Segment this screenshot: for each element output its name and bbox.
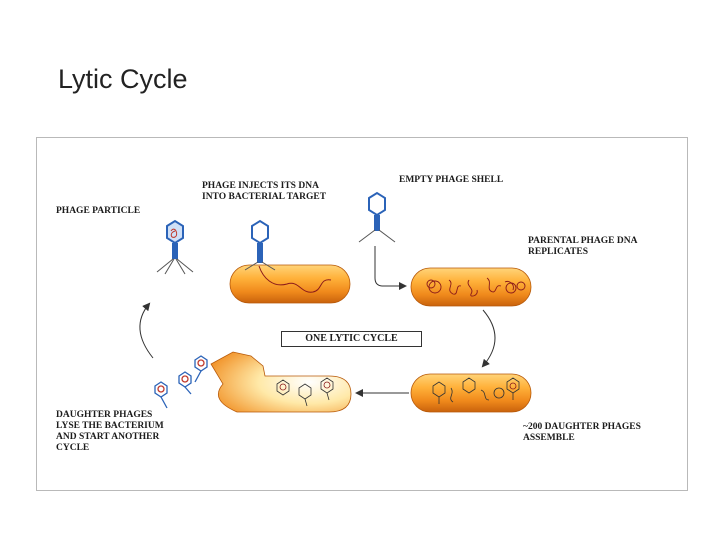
label-phage-particle: PHAGE PARTICLE xyxy=(56,206,141,216)
bacterium-replicating xyxy=(410,267,532,307)
daughter-phages-icon xyxy=(154,355,208,409)
arrow-shell-to-replicate xyxy=(374,246,407,290)
bacterium-infected xyxy=(229,264,351,304)
replicating-dna xyxy=(426,277,526,297)
arrow-lyse-to-particle xyxy=(139,302,154,359)
assembling-phages xyxy=(432,377,520,404)
bacterium-lysing xyxy=(210,351,352,413)
phage-injecting-icon xyxy=(244,219,276,271)
label-daughter-assemble: ~200 DAUGHTER PHAGES ASSEMBLE xyxy=(523,422,641,443)
label-parental-replicates: PARENTAL PHAGE DNA REPLICATES xyxy=(528,236,638,257)
slide-title: Lytic Cycle xyxy=(58,64,188,94)
arrow-replicate-to-assemble xyxy=(481,309,496,368)
label-empty-shell: EMPTY PHAGE SHELL xyxy=(399,175,504,185)
lytic-cycle-diagram xyxy=(139,191,532,413)
injected-dna xyxy=(258,265,332,293)
label-daughter-lyse: DAUGHTER PHAGES LYSE THE BACTERIUM AND S… xyxy=(56,410,164,453)
empty-phage-shell-icon xyxy=(358,191,396,243)
label-one-lytic-cycle: ONE LYTIC CYCLE xyxy=(281,331,422,347)
label-phage-injects: PHAGE INJECTS ITS DNA INTO BACTERIAL TAR… xyxy=(202,181,327,202)
released-phages-inside xyxy=(276,377,334,407)
phage-particle-icon xyxy=(156,219,194,275)
lytic-cycle-figure: PHAGE PARTICLE PHAGE INJECTS ITS DNA INT… xyxy=(36,137,688,491)
